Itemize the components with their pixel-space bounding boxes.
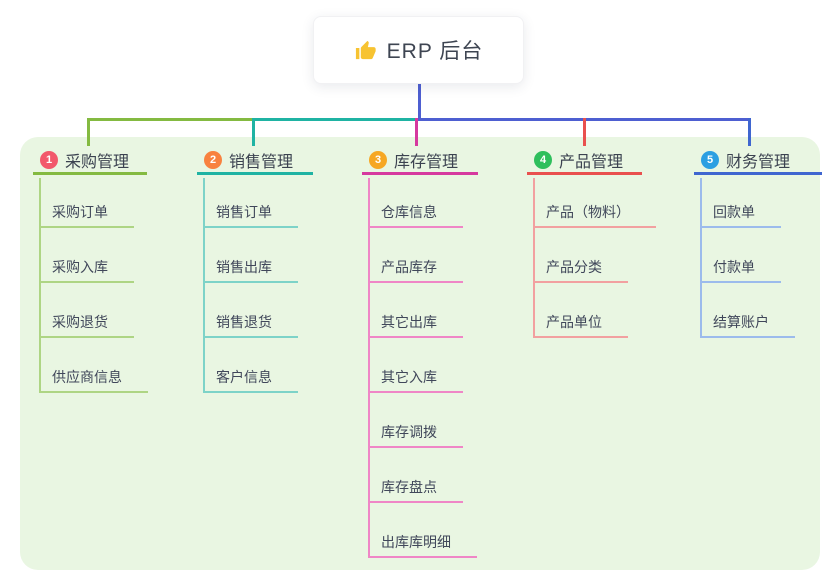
branch-child-rail: [203, 178, 205, 393]
branch-title-label: 产品管理: [559, 154, 624, 171]
bus-connector-segment: [87, 118, 252, 121]
child-node[interactable]: 销售订单: [203, 203, 298, 228]
branch-drop-connector: [87, 118, 90, 146]
branch-child-rail: [533, 178, 535, 338]
child-node[interactable]: 出库库明细: [368, 533, 477, 558]
branch-title-node[interactable]: 4 产品管理: [527, 148, 642, 175]
branch-panel-background: [20, 137, 820, 570]
branch-title-label: 库存管理: [394, 154, 459, 171]
child-node[interactable]: 结算账户: [700, 313, 795, 338]
branch-drop-connector: [748, 118, 751, 146]
branch-title-node[interactable]: 1 采购管理: [33, 148, 147, 175]
branch-child-rail: [39, 178, 41, 393]
child-node[interactable]: 其它入库: [368, 368, 463, 393]
child-node[interactable]: 供应商信息: [39, 368, 148, 393]
branch-number-badge: 1: [40, 151, 58, 169]
branch-drop-connector: [415, 118, 418, 146]
branch-child-rail: [368, 178, 370, 558]
trunk-connector: [418, 84, 421, 121]
root-node[interactable]: ERP 后台: [313, 16, 524, 84]
child-node[interactable]: 采购退货: [39, 313, 134, 338]
bus-connector-segment: [252, 118, 418, 121]
child-node[interactable]: 产品库存: [368, 258, 463, 283]
child-node[interactable]: 付款单: [700, 258, 781, 283]
branch-title-node[interactable]: 2 销售管理: [197, 148, 313, 175]
child-node[interactable]: 其它出库: [368, 313, 463, 338]
thumbs-up-icon: [354, 39, 377, 62]
child-node[interactable]: 客户信息: [203, 368, 298, 393]
branch-number-badge: 2: [204, 151, 222, 169]
child-node[interactable]: 采购订单: [39, 203, 134, 228]
child-node[interactable]: 产品（物料）: [533, 203, 656, 228]
branch-child-rail: [700, 178, 702, 338]
child-node[interactable]: 库存盘点: [368, 478, 463, 503]
branch-title-label: 销售管理: [229, 154, 294, 171]
branch-title-label: 采购管理: [65, 154, 130, 171]
child-node[interactable]: 库存调拨: [368, 423, 463, 448]
child-node[interactable]: 产品分类: [533, 258, 628, 283]
branch-title-node[interactable]: 3 库存管理: [362, 148, 478, 175]
branch-title-label: 财务管理: [726, 154, 791, 171]
branch-number-badge: 5: [701, 151, 719, 169]
branch-title-node[interactable]: 5 财务管理: [694, 148, 822, 175]
child-node[interactable]: 销售退货: [203, 313, 298, 338]
child-node[interactable]: 采购入库: [39, 258, 134, 283]
child-node[interactable]: 仓库信息: [368, 203, 463, 228]
root-node-label: ERP 后台: [386, 40, 484, 63]
branch-number-badge: 3: [369, 151, 387, 169]
branch-number-badge: 4: [534, 151, 552, 169]
child-node[interactable]: 回款单: [700, 203, 781, 228]
child-node[interactable]: 销售出库: [203, 258, 298, 283]
branch-drop-connector: [252, 118, 255, 146]
branch-drop-connector: [583, 118, 586, 146]
child-node[interactable]: 产品单位: [533, 313, 628, 338]
